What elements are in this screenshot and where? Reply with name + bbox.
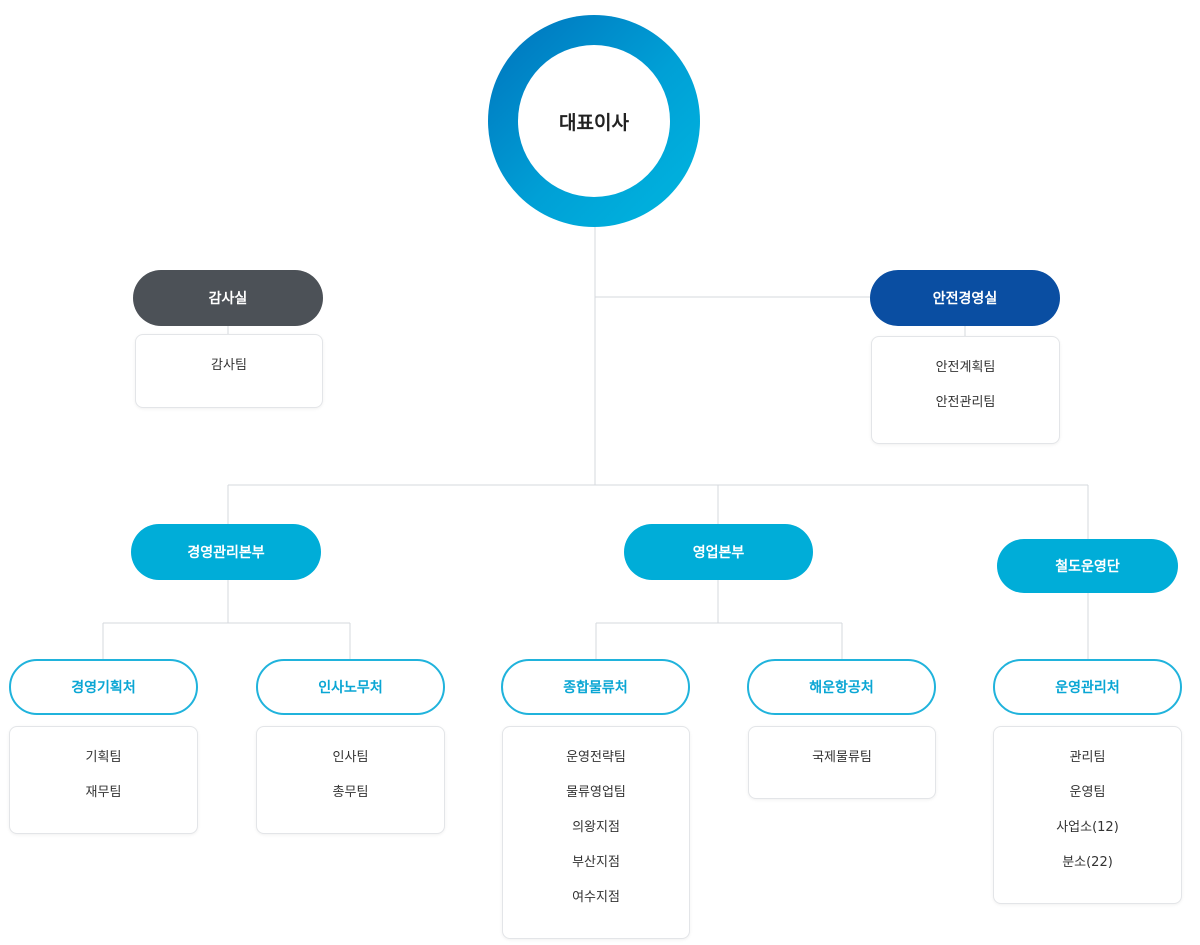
team-item: 재무팀 — [85, 785, 122, 800]
dept-hr-labor[interactable]: 인사노무처 — [256, 659, 445, 715]
ceo-ring[interactable]: 대표이사 — [488, 15, 700, 227]
team-item: 운영팀 — [1069, 785, 1106, 800]
team-item: 운영전략팀 — [566, 750, 626, 765]
dept-shipping-air-teams: 국제물류팀 — [748, 726, 936, 799]
team-item: 기획팀 — [85, 750, 122, 765]
dept-logistics-teams: 운영전략팀 물류영업팀 의왕지점 부산지점 여수지점 — [502, 726, 690, 939]
division-management[interactable]: 경영관리본부 — [131, 524, 321, 580]
dept-management-planning[interactable]: 경영기획처 — [9, 659, 198, 715]
division-rail[interactable]: 철도운영단 — [997, 539, 1178, 593]
team-item: 관리팀 — [1069, 750, 1106, 765]
dept-operations-management[interactable]: 운영관리처 — [993, 659, 1182, 715]
ceo-label: 대표이사 — [518, 45, 670, 197]
team-item: 총무팀 — [332, 785, 369, 800]
safety-office[interactable]: 안전경영실 — [870, 270, 1060, 326]
dept-operations-management-teams: 관리팀 운영팀 사업소(12) 분소(22) — [993, 726, 1182, 904]
team-item: 사업소(12) — [1056, 820, 1119, 835]
dept-shipping-air[interactable]: 해운항공처 — [747, 659, 936, 715]
dept-management-planning-teams: 기획팀 재무팀 — [9, 726, 198, 834]
division-sales[interactable]: 영업본부 — [624, 524, 813, 580]
audit-team-box: 감사팀 — [135, 334, 323, 408]
team-item: 물류영업팀 — [566, 785, 626, 800]
team-item: 의왕지점 — [572, 820, 620, 835]
team-item: 안전관리팀 — [935, 395, 996, 410]
dept-logistics[interactable]: 종합물류처 — [501, 659, 690, 715]
team-item: 안전계획팀 — [935, 360, 996, 375]
team-item: 감사팀 — [211, 358, 247, 373]
team-item: 여수지점 — [572, 890, 620, 905]
team-item: 분소(22) — [1062, 855, 1113, 870]
safety-team-box: 안전계획팀 안전관리팀 — [871, 336, 1060, 444]
team-item: 국제물류팀 — [812, 750, 872, 765]
team-item: 부산지점 — [572, 855, 620, 870]
team-item: 인사팀 — [332, 750, 369, 765]
audit-office[interactable]: 감사실 — [133, 270, 323, 326]
dept-hr-labor-teams: 인사팀 총무팀 — [256, 726, 445, 834]
